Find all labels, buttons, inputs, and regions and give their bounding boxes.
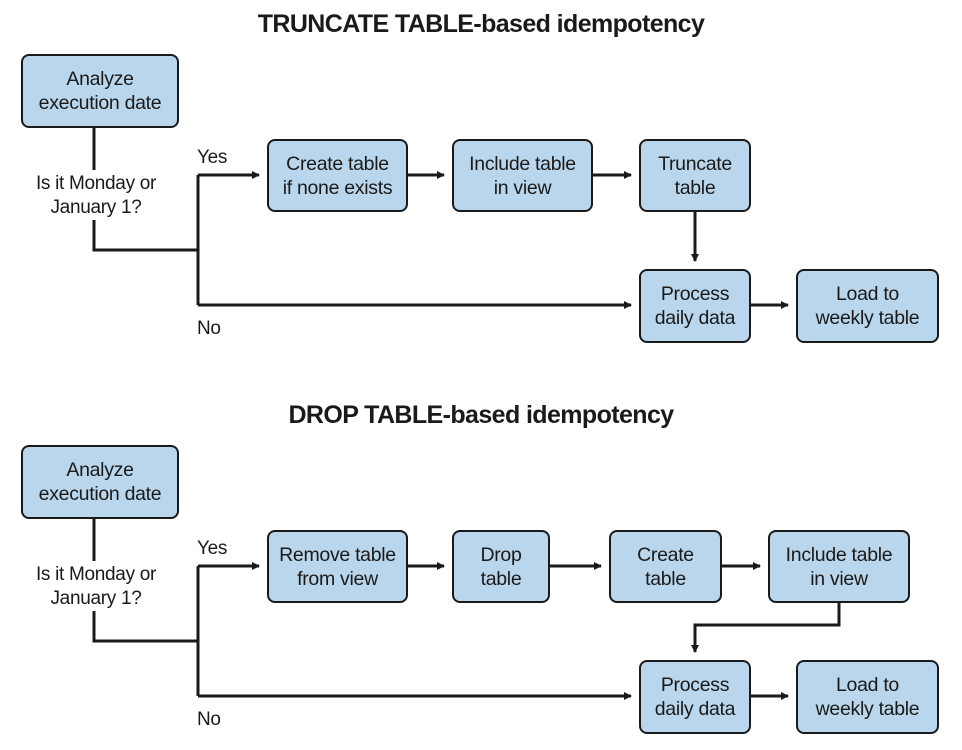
- d2-create-table-node: Create table: [609, 530, 722, 603]
- d2-drop-table-node: Drop table: [452, 530, 550, 603]
- d1-create-table-label: Create table if none exists: [282, 152, 393, 199]
- d1-analyze-label: Analyze execution date: [38, 68, 162, 114]
- d1-include-table-node: Include table in view: [452, 139, 593, 212]
- d1-load-label: Load to weekly table: [815, 283, 920, 329]
- d2-include-table-node: Include table in view: [768, 530, 910, 603]
- d2-include-to-process-arrow: [691, 603, 841, 653]
- d1-process-node: Process daily data: [639, 269, 751, 343]
- d2-include-table-label: Include table in view: [785, 543, 893, 590]
- d1-load-node: Load to weekly table: [796, 269, 939, 343]
- d2-process-label: Process daily data: [654, 674, 736, 720]
- d2-question-label: Is it Monday or January 1?: [35, 564, 157, 609]
- d2-analyze-node: Analyze execution date: [21, 445, 179, 519]
- d2-load-label: Load to weekly table: [815, 674, 920, 720]
- d1-question-label: Is it Monday or January 1?: [35, 173, 157, 218]
- d1-truncate-table-label: Truncate table: [658, 152, 732, 199]
- d2-process-node: Process daily data: [639, 660, 751, 734]
- d1-process-label: Process daily data: [654, 283, 736, 329]
- d1-include-table-label: Include table in view: [469, 152, 576, 199]
- d2-remove-table-label: Remove table from view: [279, 543, 396, 590]
- d1-yes-label: Yes: [197, 147, 228, 168]
- d1-truncate-table-node: Truncate table: [639, 139, 751, 212]
- d2-drop-table-label: Drop table: [480, 543, 522, 590]
- diagram-1-title: TRUNCATE TABLE-based idempotency: [257, 10, 705, 38]
- d2-create-table-label: Create table: [637, 543, 694, 590]
- d1-question-to-branch-line: [92, 220, 198, 252]
- d2-no-label: No: [197, 709, 221, 730]
- d1-analyze-node: Analyze execution date: [21, 54, 179, 128]
- d2-analyze-label: Analyze execution date: [38, 459, 162, 505]
- d2-yes-label: Yes: [197, 538, 228, 559]
- d2-question-to-branch-line: [92, 611, 198, 643]
- diagram-2-title: DROP TABLE-based idempotency: [288, 401, 674, 429]
- d1-create-table-node: Create table if none exists: [267, 139, 408, 212]
- d2-remove-table-node: Remove table from view: [267, 530, 408, 603]
- d2-load-node: Load to weekly table: [796, 660, 939, 734]
- d1-no-label: No: [197, 318, 221, 339]
